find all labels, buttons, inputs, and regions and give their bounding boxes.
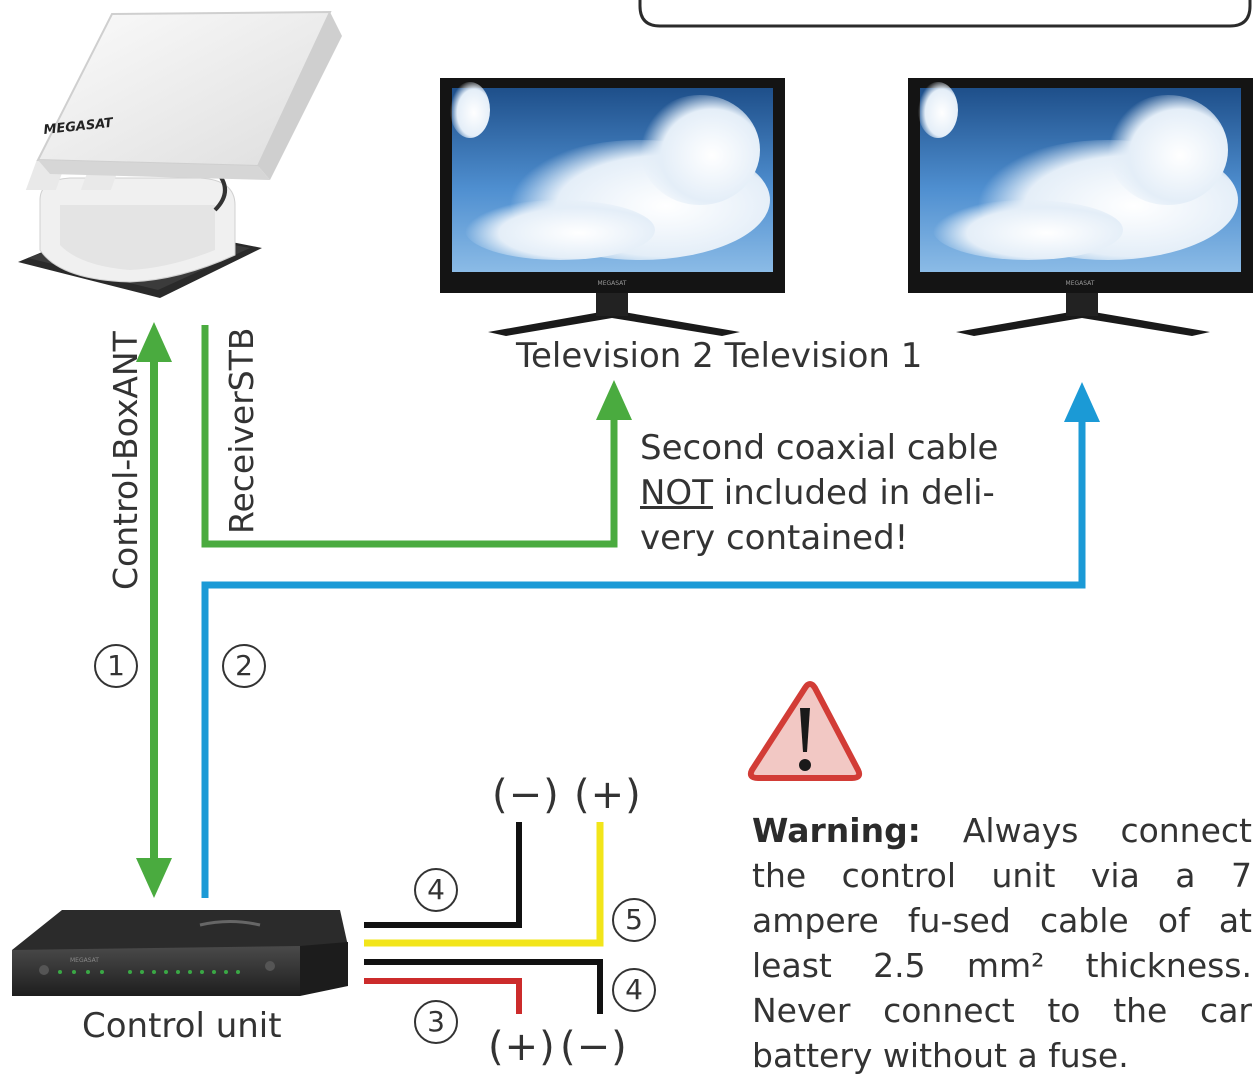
- power-cables: [364, 822, 604, 1014]
- number-3-badge: 3: [414, 1000, 458, 1044]
- warning-body: Always connect the control unit via a 7 …: [752, 811, 1252, 1075]
- cable-4-black-top: [364, 822, 522, 928]
- cable-1-arrow-down: [136, 858, 172, 898]
- warning-title: Warning:: [752, 811, 921, 850]
- control-unit-device: MEGASAT: [12, 910, 348, 996]
- warning-triangle-icon: [747, 681, 863, 781]
- polarity-bottom-plus: (+): [488, 1024, 556, 1070]
- cable-green-to-tv2: [201, 325, 632, 548]
- number-4-badge-bottom: 4: [612, 968, 656, 1012]
- coaxial-cable-note: Second coaxial cable NOT included in del…: [640, 426, 1020, 561]
- control-box-ant-label: Control-BoxANT: [106, 331, 145, 590]
- antenna-brand-logo: MEGASAT: [43, 116, 115, 138]
- warning-text: Warning: Always connect the control unit…: [752, 808, 1252, 1078]
- cable-1-green: [136, 322, 172, 898]
- televisions-label: Television 2 Television 1: [516, 336, 923, 376]
- note-not-word: NOT: [640, 473, 713, 513]
- number-1-badge: 1: [94, 644, 138, 688]
- number-2-badge: 2: [222, 644, 266, 688]
- tv1-brand: MEGASAT: [1066, 280, 1095, 287]
- television-1: MEGASAT: [908, 78, 1253, 336]
- top-frame: [638, 0, 1252, 28]
- note-line-2-rest: included in deli-: [712, 473, 995, 513]
- satellite-antenna: MEGASAT: [18, 10, 342, 298]
- cable-1-arrow-up: [136, 322, 172, 362]
- number-5-badge: 5: [612, 898, 656, 942]
- note-line-1: Second coaxial cable: [640, 428, 999, 468]
- cable-4-black-bottom: [364, 959, 603, 1014]
- receiver-stb-label: ReceiverSTB: [222, 327, 261, 534]
- polarity-top-minus: (−): [492, 772, 560, 818]
- note-line-3: very contained!: [640, 518, 909, 558]
- cable-2-blue: [201, 382, 1100, 898]
- number-4-badge-top: 4: [414, 868, 458, 912]
- control-unit-brand: MEGASAT: [70, 957, 99, 964]
- cable-3-red: [364, 978, 522, 1014]
- cable-5-yellow: [364, 822, 604, 947]
- control-unit-label: Control unit: [82, 1006, 282, 1046]
- polarity-bottom-minus: (−): [560, 1024, 628, 1070]
- polarity-top-plus: (+): [574, 772, 642, 818]
- television-2: MEGASAT: [440, 78, 785, 336]
- tv2-brand: MEGASAT: [598, 280, 627, 287]
- note-line-2: NOT included in deli-: [640, 471, 1020, 516]
